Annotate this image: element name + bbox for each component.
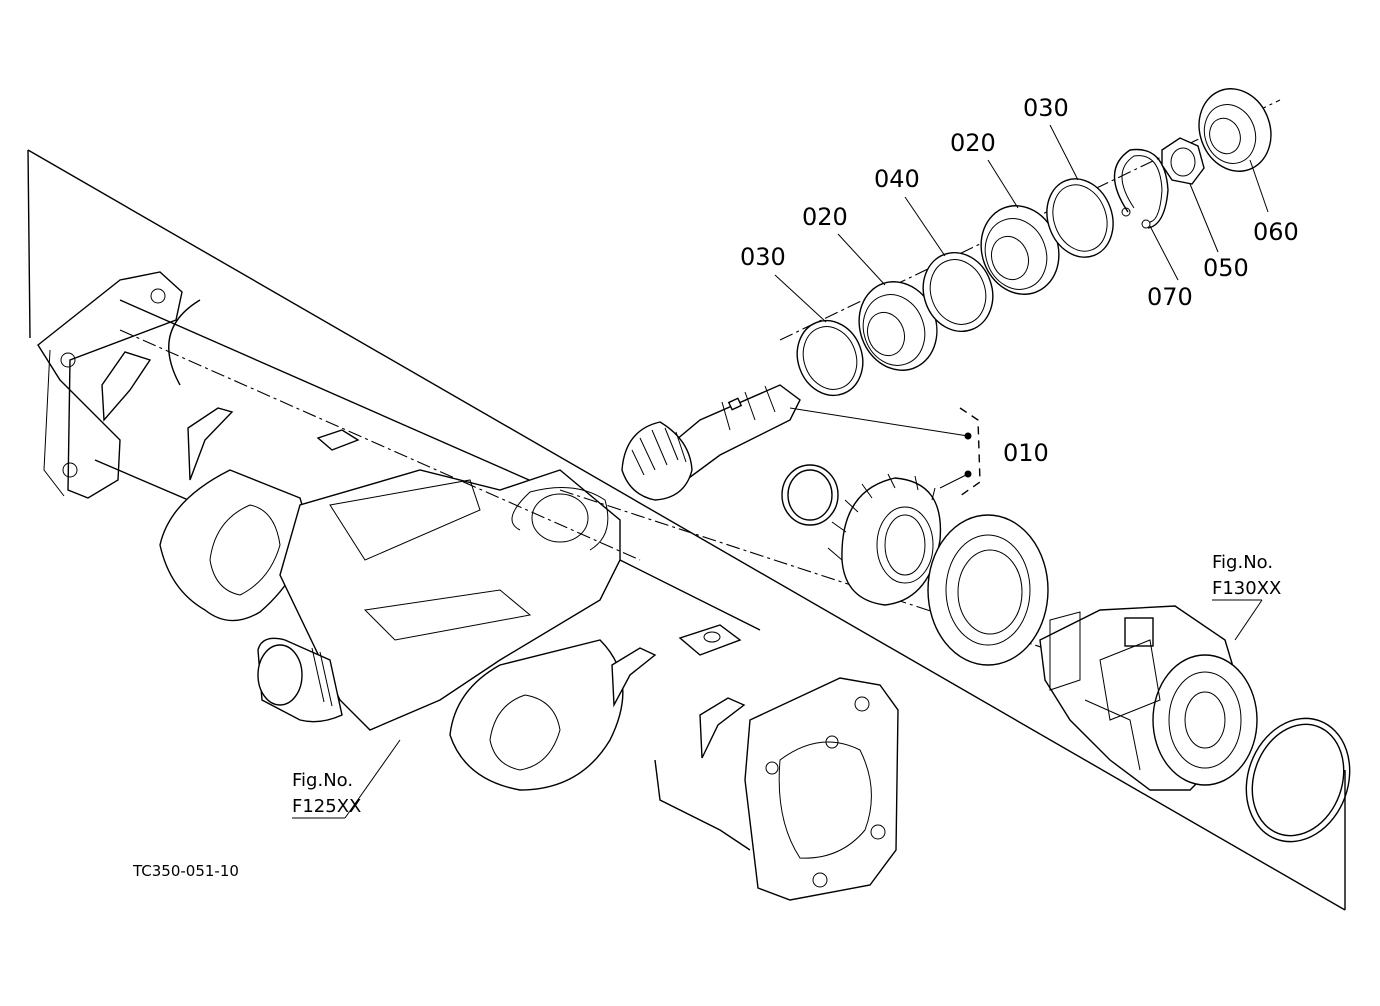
frame-lines [27,149,1346,911]
label-070: 070 [1147,283,1193,311]
part-060-oil-seal [1198,88,1272,172]
figure-references: Fig.No. F130XX Fig.No. F125XX [292,552,1281,817]
part-050-nut [1161,137,1205,185]
leader-lines [292,124,1269,819]
label-020-lower: 020 [802,203,848,231]
part-030-ring-upper [1046,178,1114,258]
fig-ref-130-code: F130XX [1212,578,1281,599]
part-030-ring-lower [796,319,864,397]
label-040: 040 [874,165,920,193]
axle-housing [37,99,1281,901]
fig-ref-125-prefix: Fig.No. [292,770,353,791]
label-010: 010 [1003,439,1049,467]
large-o-ring [1245,717,1351,843]
fig-ref-130-prefix: Fig.No. [1212,552,1273,573]
label-060: 060 [1253,218,1299,246]
label-050: 050 [1203,254,1249,282]
fig-ref-125-code: F125XX [292,796,361,817]
label-030-upper: 030 [1023,94,1069,122]
label-030-lower: 030 [740,243,786,271]
part-040-ring [922,251,994,333]
label-020-upper: 020 [950,129,996,157]
snap-ring-left [781,464,839,526]
part-010-bracket [789,407,981,497]
bevel-gear [827,473,942,606]
pinion-shaft [621,384,801,501]
part-070-snap-ring [1113,148,1169,229]
drawing-code: TC350-051-10 [132,862,239,880]
differential-assembly [1039,605,1258,791]
part-labels: 030 020 040 020 030 070 050 060 010 [740,94,1299,467]
large-bearing [927,514,1049,666]
